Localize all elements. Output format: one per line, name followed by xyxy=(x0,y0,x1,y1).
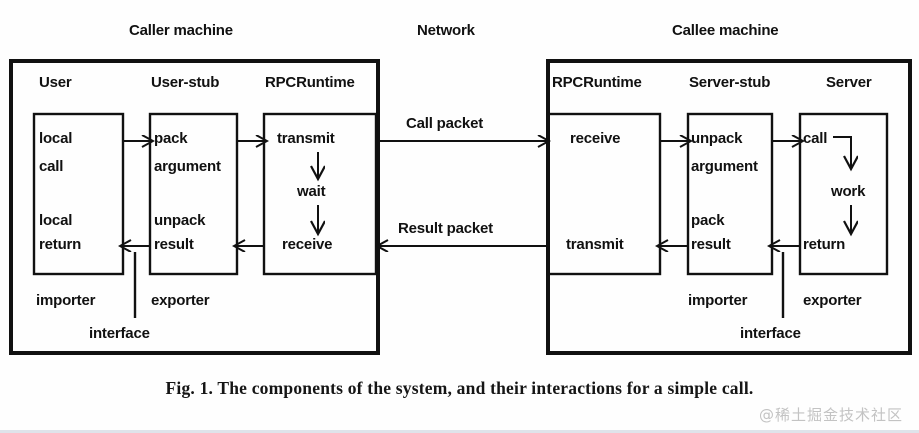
caller-user-stub-box xyxy=(148,112,239,276)
callee-role-importer: importer xyxy=(688,292,748,309)
network-call-packet-label: Call packet xyxy=(406,115,484,132)
caller-col-title-user: User xyxy=(39,74,72,91)
callee-machine-title: Callee machine xyxy=(672,22,779,39)
callee-role-interface: interface xyxy=(740,325,801,342)
caller-userstub-step-result: result xyxy=(154,236,194,253)
callee-col-title-server-stub: Server-stub xyxy=(689,74,771,91)
caller-userstub-step-pack: pack xyxy=(154,130,188,147)
caller-rpcruntime-box xyxy=(262,112,378,276)
caller-rpcruntime-step-transmit: transmit xyxy=(277,130,335,147)
caller-machine-title: Caller machine xyxy=(129,22,233,39)
callee-serverstub-step-unpack: unpack xyxy=(691,130,743,147)
caller-user-box xyxy=(32,112,125,276)
callee-rpcruntime-step-receive: receive xyxy=(570,130,621,147)
callee-server-box xyxy=(798,112,889,276)
caller-userstub-step-argument: argument xyxy=(154,158,221,175)
callee-server-step-work: work xyxy=(831,183,866,200)
callee-rpcruntime-box xyxy=(546,112,662,276)
caller-col-title-user-stub: User-stub xyxy=(151,74,220,91)
figure-caption: Fig. 1. The components of the system, an… xyxy=(165,378,754,398)
network-title: Network xyxy=(417,22,475,39)
caller-user-step-local-1: local xyxy=(39,130,73,147)
caller-role-interface: interface xyxy=(89,325,150,342)
watermark-text: @稀土掘金技术社区 xyxy=(758,406,903,424)
callee-serverstub-step-pack: pack xyxy=(691,212,725,229)
caller-user-step-call: call xyxy=(39,158,64,175)
network-result-packet-label: Result packet xyxy=(398,220,493,237)
caller-user-step-return: return xyxy=(39,236,82,253)
callee-serverstub-step-argument: argument xyxy=(691,158,758,175)
callee-server-stub-box xyxy=(686,112,774,276)
callee-rpcruntime-step-transmit: transmit xyxy=(566,236,624,253)
callee-role-exporter: exporter xyxy=(803,292,862,309)
caller-rpcruntime-step-receive: receive xyxy=(282,236,333,253)
caller-machine-outer-box xyxy=(9,59,380,355)
caller-role-exporter: exporter xyxy=(151,292,210,309)
callee-server-step-call: call xyxy=(803,130,828,147)
bottom-divider xyxy=(0,430,919,433)
caller-rpcruntime-step-wait: wait xyxy=(297,183,326,200)
caller-userstub-step-unpack: unpack xyxy=(154,212,206,229)
arrow-call-to-work xyxy=(833,136,851,168)
caller-col-title-rpcruntime: RPCRuntime xyxy=(265,74,355,91)
caller-role-importer: importer xyxy=(36,292,96,309)
callee-col-title-rpcruntime: RPCRuntime xyxy=(552,74,642,91)
caller-user-step-local-2: local xyxy=(39,212,73,229)
callee-server-step-return: return xyxy=(803,236,846,253)
callee-machine-outer-box xyxy=(546,59,912,355)
callee-col-title-server: Server xyxy=(826,74,872,91)
callee-serverstub-step-result: result xyxy=(691,236,731,253)
